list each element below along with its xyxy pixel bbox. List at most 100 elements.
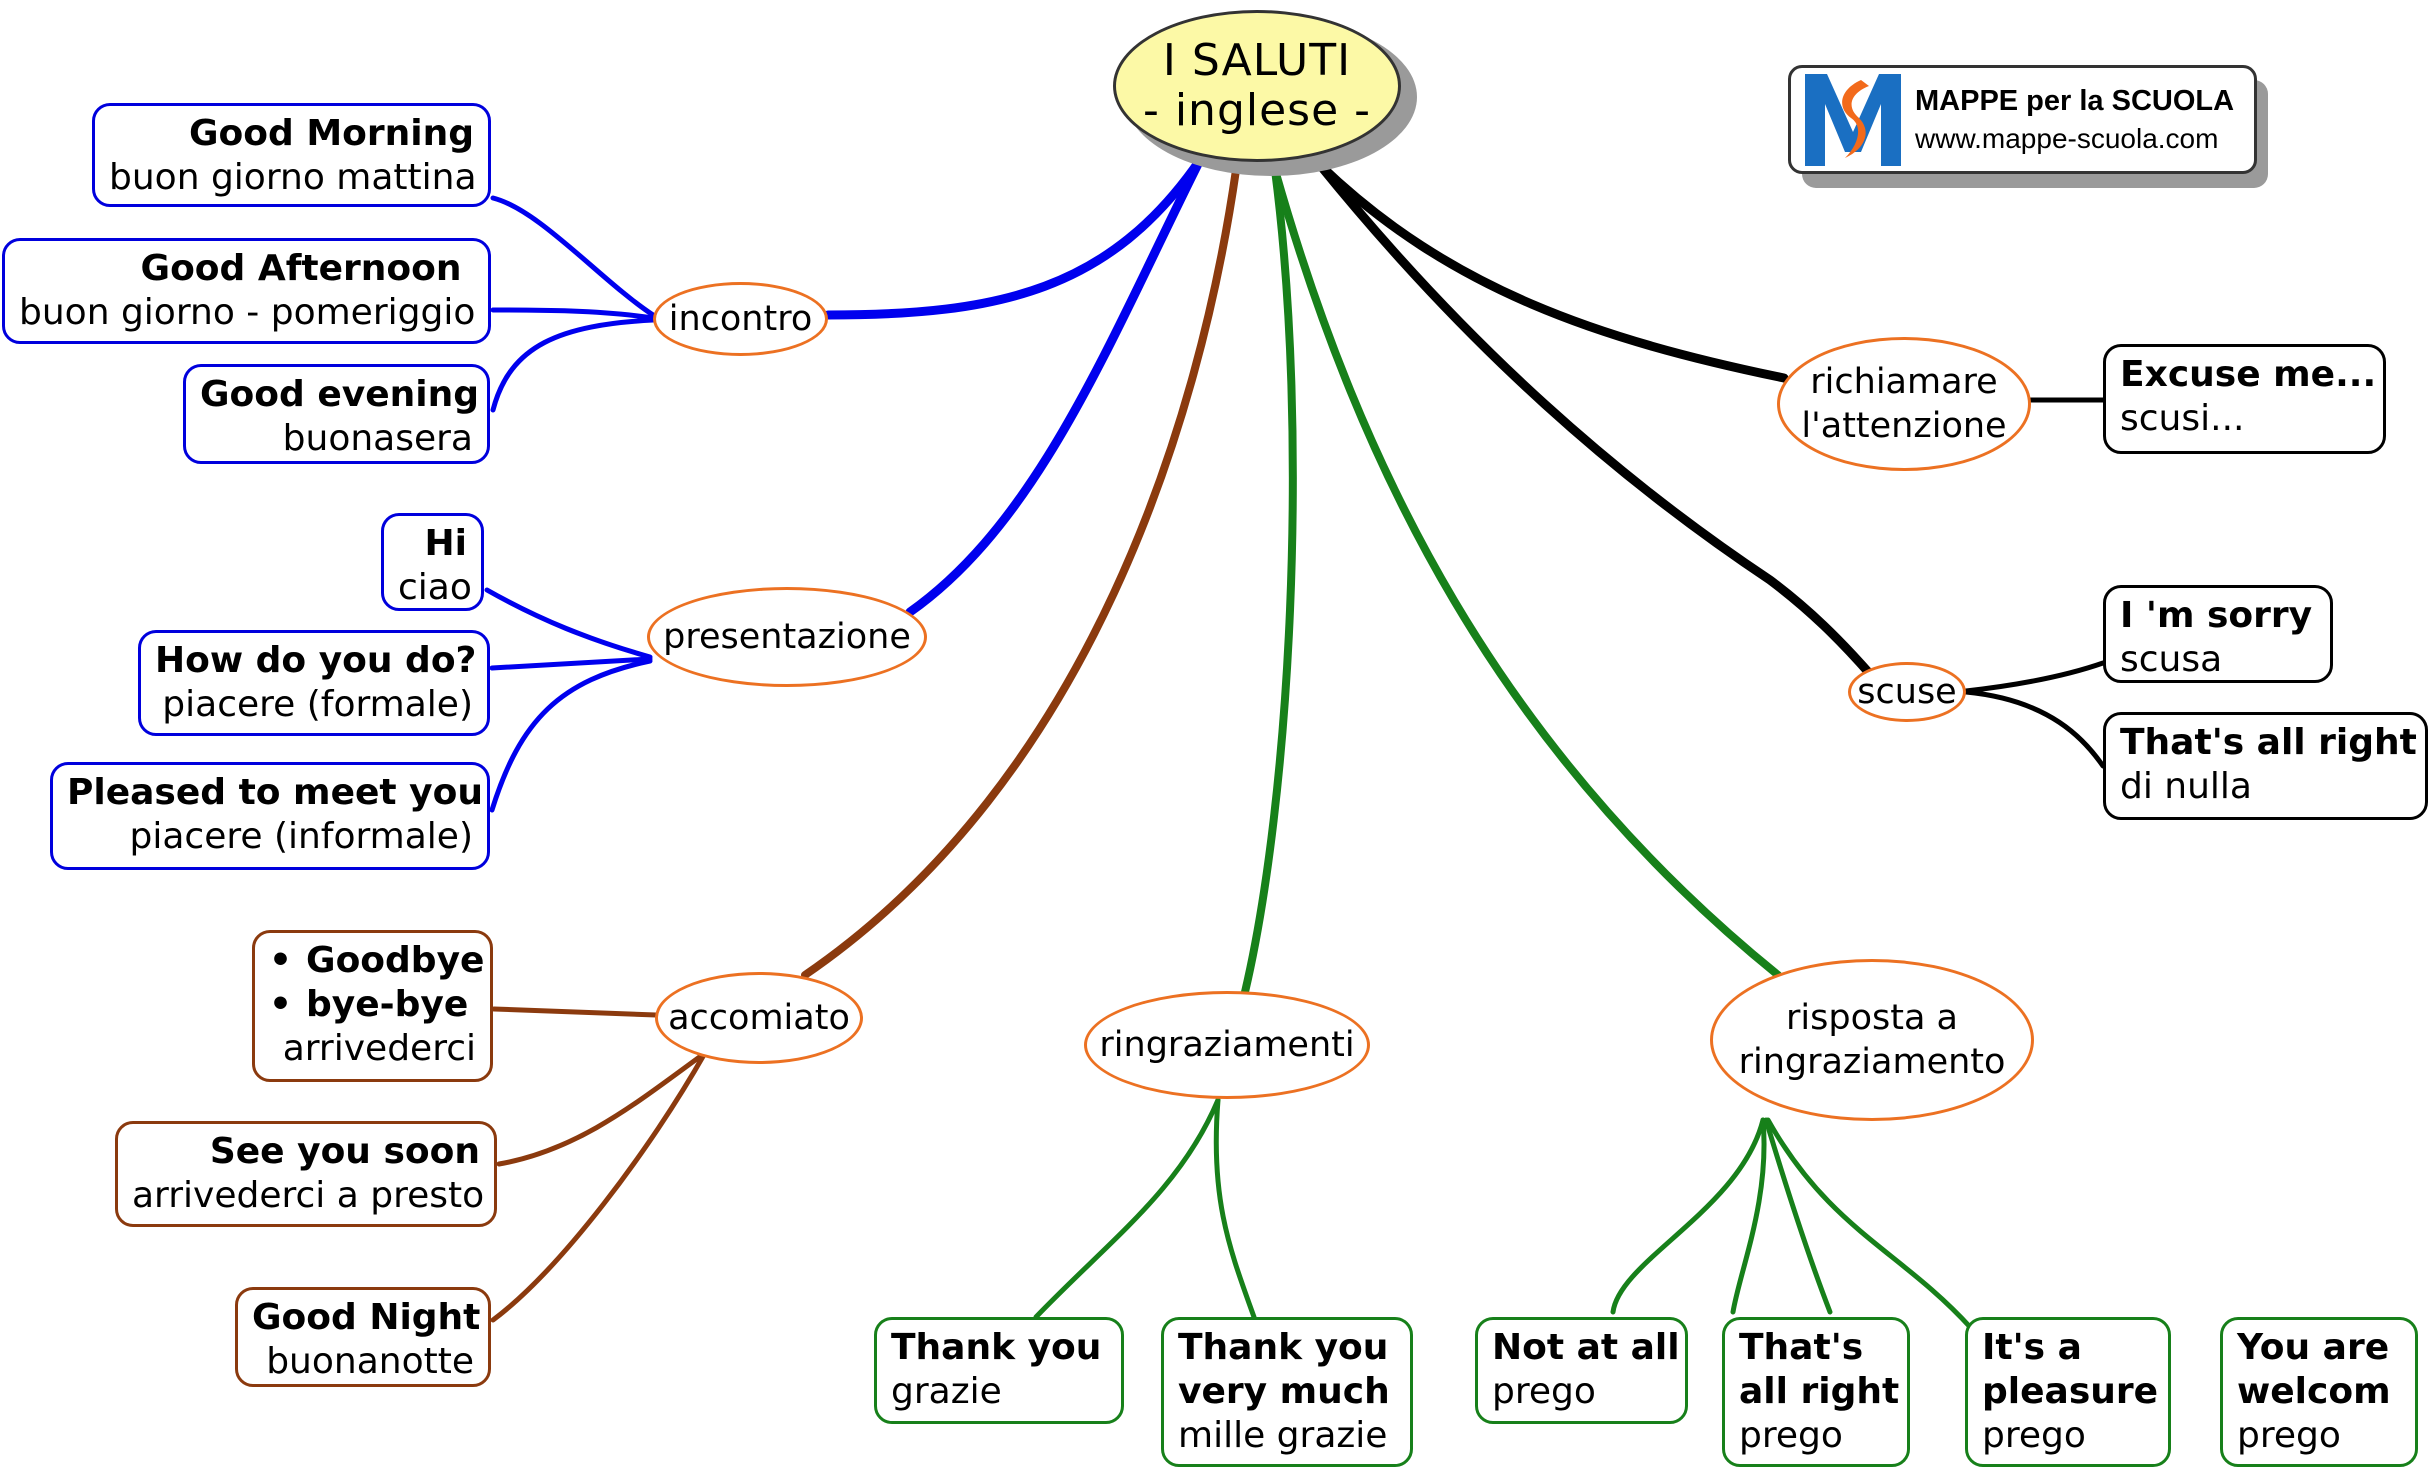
- phrase-pleased-to-meet-you[interactable]: Pleased to meet you piacere (informale): [50, 762, 490, 870]
- phrase-hi[interactable]: Hi ciao: [381, 513, 484, 611]
- link-risposta-not-at-all: [1610, 1117, 1766, 1315]
- link-root-scuse: [1315, 160, 1875, 679]
- link-root-accomiato: [801, 166, 1240, 979]
- phrase-not-at-all[interactable]: Not at all prego: [1475, 1317, 1688, 1424]
- category-richiamare-label-line1: richiamare: [1810, 362, 1998, 402]
- category-risposta-a-ringraziamento[interactable]: risposta a ringraziamento: [1710, 959, 2034, 1121]
- phrase-italian: scusi...: [2120, 398, 2245, 439]
- category-presentazione[interactable]: presentazione: [647, 587, 927, 687]
- link-accomiato-goodbye: [491, 1006, 659, 1018]
- root-node[interactable]: I SALUTI - inglese -: [1113, 10, 1401, 162]
- link-ringraziamenti-thank-you: [1033, 1097, 1221, 1320]
- category-ringraziamenti[interactable]: ringraziamenti: [1084, 991, 1370, 1099]
- phrase-italian: arrivederci: [282, 1028, 476, 1069]
- link-presentazione-how-do-you-do: [489, 656, 653, 671]
- link-risposta-thats-all-right: [1730, 1117, 1767, 1315]
- phrase-english: I 'm sorry: [2120, 595, 2313, 636]
- phrase-im-sorry[interactable]: I 'm sorry scusa: [2103, 585, 2333, 683]
- phrase-english-line1: Thank you: [1178, 1327, 1389, 1368]
- phrase-english-line1: That's: [1739, 1327, 1864, 1368]
- phrase-its-a-pleasure[interactable]: It's a pleasure prego: [1965, 1317, 2171, 1467]
- phrase-english: Good Afternoon: [140, 248, 474, 289]
- phrase-english: Thank you: [891, 1327, 1102, 1368]
- phrase-italian: buon giorno - pomeriggio: [19, 292, 476, 333]
- phrase-english-item: bye-bye: [269, 983, 476, 1027]
- phrase-excuse-me[interactable]: Excuse me... scusi...: [2103, 344, 2386, 454]
- phrase-english-line2: pleasure: [1982, 1371, 2159, 1412]
- phrase-english-line1: You are: [2237, 1327, 2390, 1368]
- phrase-italian: prego: [2237, 1415, 2341, 1456]
- phrase-english: Hi: [424, 523, 467, 564]
- category-richiamare-label-line2: l'attenzione: [1801, 406, 2007, 446]
- phrase-english-line2: welcom: [2237, 1371, 2391, 1412]
- phrase-english-line2: all right: [1739, 1371, 1900, 1412]
- phrase-good-night[interactable]: Good Night buonanotte: [235, 1287, 491, 1387]
- link-root-richiamare: [1315, 160, 1789, 383]
- phrase-english: Good Night: [252, 1297, 481, 1338]
- phrase-italian: prego: [1982, 1415, 2086, 1456]
- phrase-thank-you[interactable]: Thank you grazie: [874, 1317, 1124, 1424]
- link-risposta-you-are-welcom: [1765, 1117, 1974, 1331]
- link-root-ringraziamenti: [1241, 166, 1297, 996]
- phrase-how-do-you-do[interactable]: How do you do? piacere (formale): [138, 630, 490, 736]
- category-incontro[interactable]: incontro: [653, 282, 828, 356]
- logo-title: MAPPE per la SCUOLA: [1915, 84, 2235, 117]
- category-accomiato[interactable]: accomiato: [655, 972, 863, 1064]
- category-ringraziamenti-label: ringraziamenti: [1099, 1025, 1355, 1065]
- phrase-english: Good evening: [200, 374, 479, 415]
- phrase-italian: prego: [1492, 1371, 1596, 1412]
- phrase-good-evening[interactable]: Good evening buonasera: [183, 364, 490, 464]
- link-scuse-im-sorry: [1963, 660, 2106, 694]
- phrase-english: Excuse me...: [2120, 354, 2377, 395]
- category-richiamare-l-attenzione[interactable]: richiamare l'attenzione: [1777, 337, 2031, 471]
- phrase-english: See you soon: [209, 1131, 480, 1172]
- logo-url[interactable]: www.mappe-scuola.com: [1915, 122, 2219, 154]
- link-presentazione-hi: [484, 587, 653, 660]
- phrase-italian: scusa: [2120, 639, 2223, 680]
- phrase-english: That's all right: [2120, 722, 2417, 763]
- phrase-goodbye[interactable]: Goodbye bye-bye arrivederci: [252, 930, 493, 1082]
- phrase-thats-all-right-di-nulla[interactable]: That's all right di nulla: [2103, 712, 2428, 820]
- mappe-scuola-logo[interactable]: MAPPE per la SCUOLA www.mappe-scuola.com: [1788, 65, 2257, 174]
- link-root-presentazione: [905, 155, 1205, 617]
- phrase-italian: piacere (informale): [129, 816, 473, 857]
- link-incontro-good-morning: [490, 195, 656, 318]
- phrase-english: Not at all: [1492, 1327, 1680, 1368]
- link-risposta-its-a-pleasure: [1763, 1117, 1833, 1315]
- phrase-thats-all-right-prego[interactable]: That's all right prego: [1722, 1317, 1910, 1467]
- phrase-italian: grazie: [891, 1371, 1002, 1412]
- link-accomiato-good-night: [490, 1050, 708, 1323]
- category-risposta-label-line2: ringraziamento: [1738, 1042, 2006, 1082]
- phrase-english-item: Goodbye: [269, 939, 484, 983]
- link-incontro-good-evening: [490, 317, 656, 413]
- category-scuse-label: scuse: [1857, 672, 1957, 712]
- phrase-italian: buon giorno mattina: [109, 157, 477, 198]
- phrase-english-line2: very much: [1178, 1371, 1390, 1412]
- category-scuse[interactable]: scuse: [1848, 662, 1966, 722]
- phrase-english: How do you do?: [155, 640, 477, 681]
- link-root-incontro: [823, 155, 1205, 320]
- phrase-italian: mille grazie: [1178, 1415, 1388, 1456]
- phrase-italian: ciao: [398, 567, 472, 608]
- phrase-see-you-soon[interactable]: See you soon arrivederci a presto: [115, 1121, 497, 1227]
- phrase-italian: prego: [1739, 1415, 1843, 1456]
- category-incontro-label: incontro: [668, 299, 813, 339]
- link-accomiato-see-you-soon: [496, 1050, 708, 1167]
- phrase-italian: piacere (formale): [162, 684, 473, 725]
- phrase-you-are-welcom[interactable]: You are welcom prego: [2220, 1317, 2418, 1467]
- link-ringraziamenti-thank-you-very-much: [1213, 1097, 1257, 1320]
- link-incontro-good-afternoon: [490, 307, 656, 321]
- phrase-english: Good Morning: [189, 113, 474, 154]
- mappe-scuola-m-logo-icon: [1805, 73, 1901, 166]
- phrase-italian: buonasera: [282, 418, 473, 459]
- phrase-good-afternoon[interactable]: Good Afternoon buon giorno - pomeriggio: [2, 238, 491, 344]
- root-title: I SALUTI: [1162, 35, 1352, 86]
- category-risposta-label-line1: risposta a: [1786, 998, 1958, 1038]
- link-scuse-thats-all-right: [1963, 689, 2106, 769]
- phrase-good-morning[interactable]: Good Morning buon giorno mattina: [92, 103, 491, 207]
- link-presentazione-pleased: [489, 658, 653, 813]
- phrase-thank-you-very-much[interactable]: Thank you very much mille grazie: [1161, 1317, 1413, 1467]
- link-root-risposta: [1271, 166, 1782, 979]
- phrase-italian: buonanotte: [266, 1341, 474, 1382]
